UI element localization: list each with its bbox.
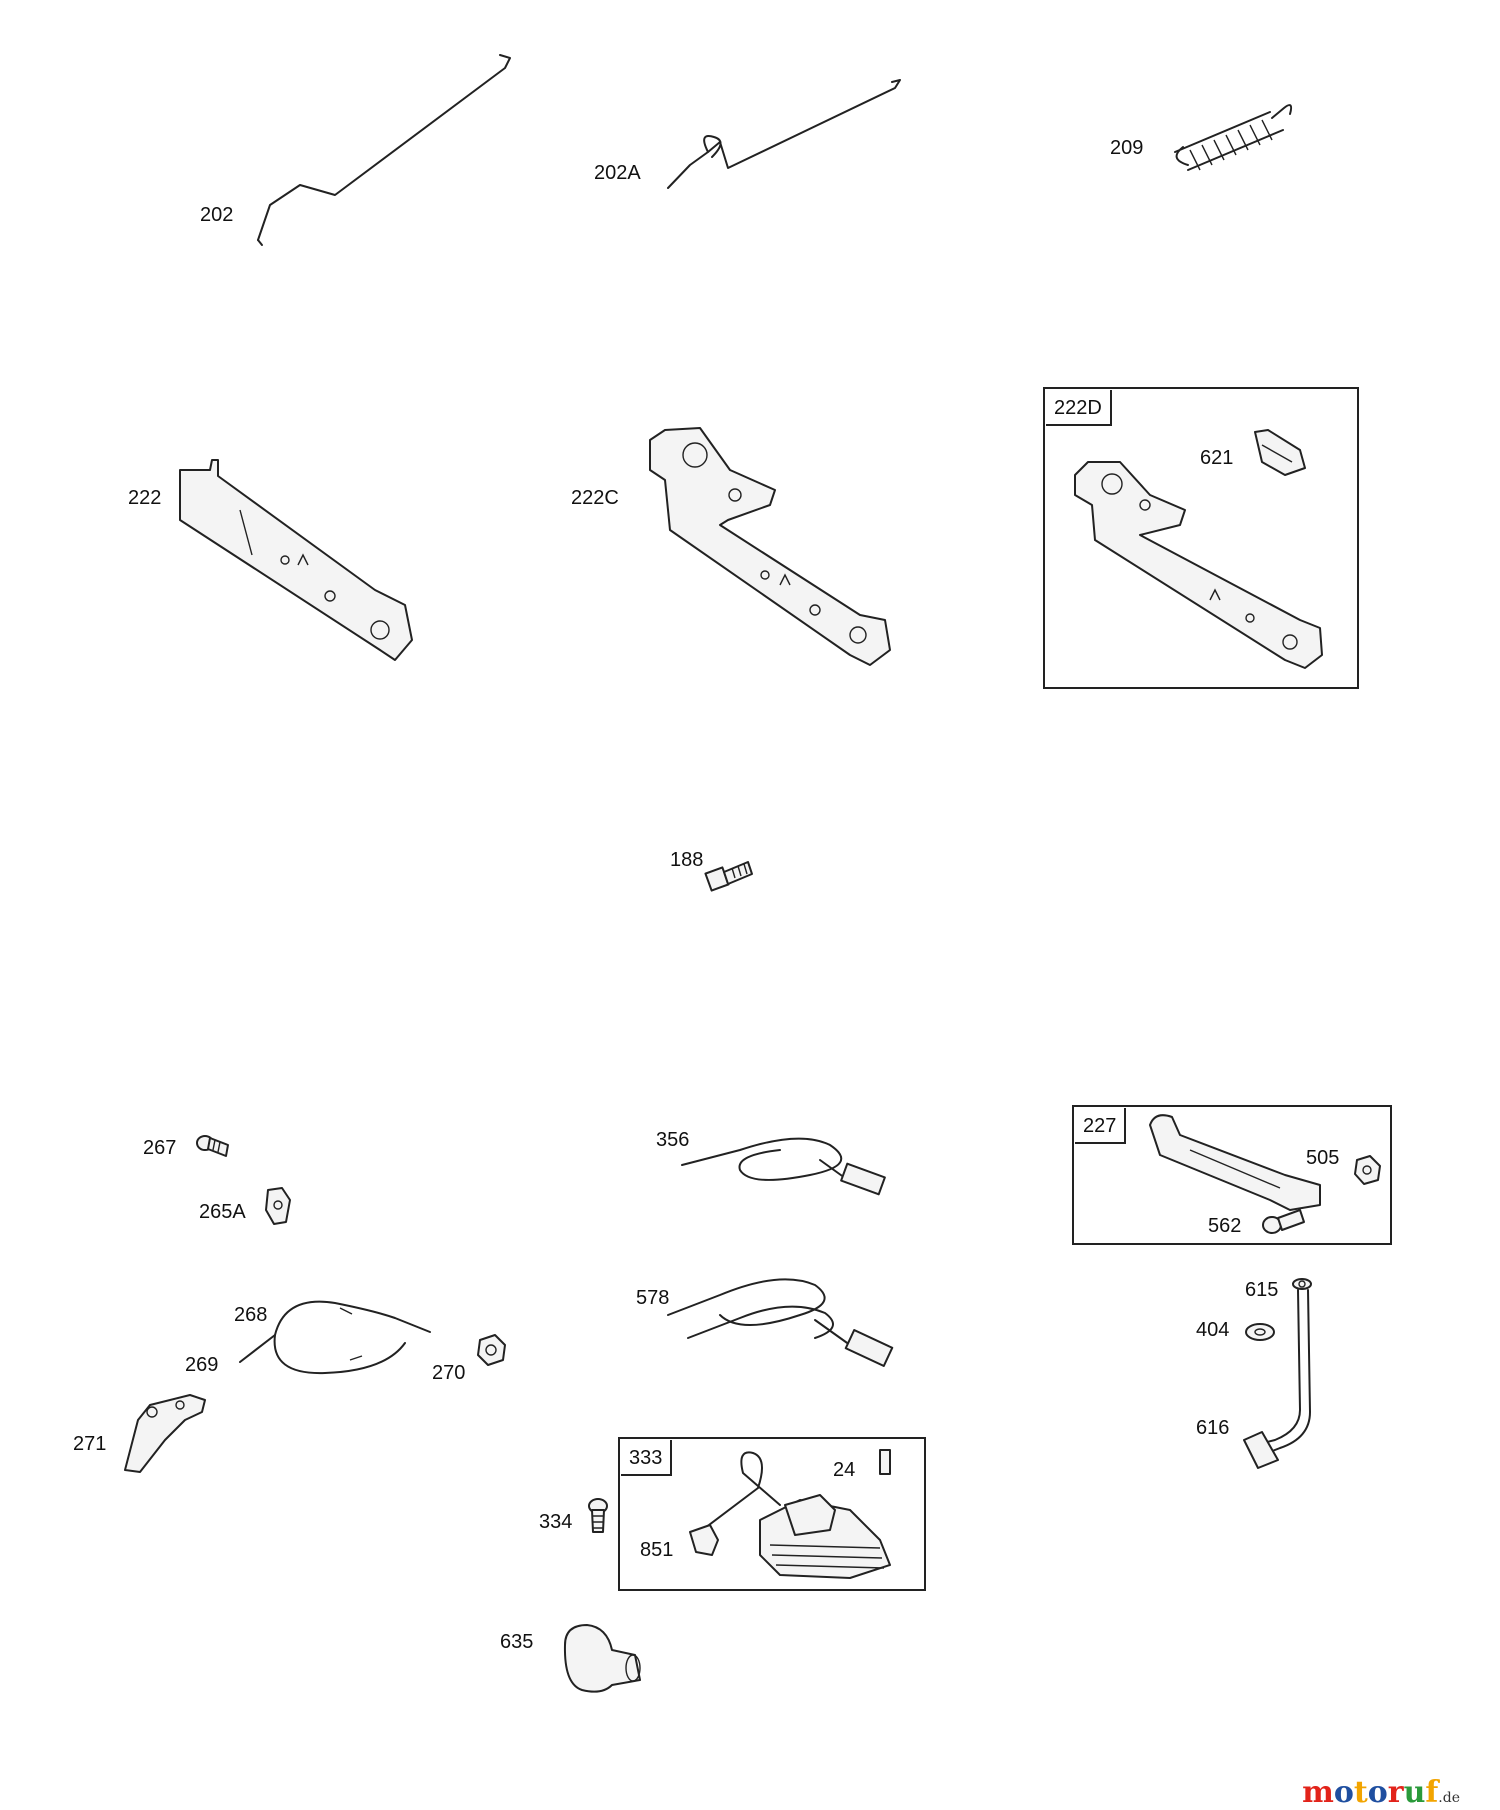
part-616-rod	[1243, 1289, 1311, 1469]
label-615: 615	[1245, 1279, 1279, 1301]
label-268: 268	[234, 1304, 268, 1326]
part-24-pin	[879, 1449, 891, 1475]
part-578-wire	[667, 1278, 894, 1367]
part-615-clip	[1292, 1278, 1312, 1290]
part-188-screw	[704, 861, 753, 892]
group-box-227	[1072, 1105, 1392, 1245]
part-851-clip	[689, 1524, 719, 1556]
part-333-ignition-module	[704, 1451, 891, 1579]
label-222D: 222D	[1046, 390, 1112, 426]
part-222D-bracket	[1074, 461, 1323, 669]
label-505: 505	[1306, 1147, 1340, 1169]
part-202A-link-rod	[667, 79, 901, 189]
part-334-screw	[588, 1498, 608, 1533]
label-188: 188	[670, 849, 704, 871]
part-404-washer	[1245, 1323, 1275, 1341]
label-209: 209	[1110, 137, 1144, 159]
label-269: 269	[185, 1354, 219, 1376]
part-562-screw	[1262, 1209, 1305, 1234]
part-222-bracket	[179, 459, 413, 661]
logo-letter-o2: o	[1367, 1775, 1388, 1810]
label-621: 621	[1200, 447, 1234, 469]
label-267: 267	[143, 1137, 177, 1159]
label-202: 202	[200, 204, 234, 226]
label-222C: 222C	[571, 487, 619, 509]
part-227-lever	[1149, 1114, 1321, 1211]
motoruf-logo: motoruf.de	[1302, 1778, 1460, 1808]
label-334: 334	[539, 1511, 573, 1533]
part-635-spark-plug-boot	[563, 1624, 641, 1693]
logo-letter-u: u	[1403, 1775, 1426, 1810]
part-271-bracket	[124, 1394, 206, 1473]
logo-letter-m: m	[1302, 1775, 1334, 1810]
label-356: 356	[656, 1129, 690, 1151]
label-270: 270	[432, 1362, 466, 1384]
part-209-spring	[1174, 104, 1293, 171]
label-562: 562	[1208, 1215, 1242, 1237]
label-265A: 265A	[199, 1201, 246, 1223]
label-227: 227	[1075, 1108, 1127, 1144]
label-271: 271	[73, 1433, 107, 1455]
logo-letter-t: t	[1353, 1775, 1368, 1810]
part-267-screw	[196, 1135, 229, 1157]
label-222: 222	[128, 487, 162, 509]
group-box-333	[618, 1437, 926, 1591]
part-268-cable	[239, 1300, 431, 1375]
part-505-nut	[1354, 1155, 1381, 1185]
logo-tld: .de	[1438, 1790, 1460, 1806]
label-24: 24	[833, 1459, 856, 1481]
part-222C-bracket	[649, 427, 891, 666]
part-621-clip	[1254, 429, 1306, 476]
part-265A-clip	[265, 1187, 291, 1225]
label-635: 635	[500, 1631, 534, 1653]
logo-letter-f: f	[1425, 1775, 1439, 1810]
part-356-wire	[681, 1137, 886, 1196]
label-333: 333	[621, 1440, 673, 1476]
logo-letter-o1: o	[1333, 1775, 1354, 1810]
label-578: 578	[636, 1287, 670, 1309]
part-270-nut	[477, 1334, 506, 1366]
label-851: 851	[640, 1539, 674, 1561]
label-404: 404	[1196, 1319, 1230, 1341]
logo-letter-r: r	[1387, 1775, 1404, 1810]
part-202-link-rod	[257, 54, 511, 246]
label-202A: 202A	[594, 162, 641, 184]
group-box-222D	[1043, 387, 1359, 689]
label-616: 616	[1196, 1417, 1230, 1439]
